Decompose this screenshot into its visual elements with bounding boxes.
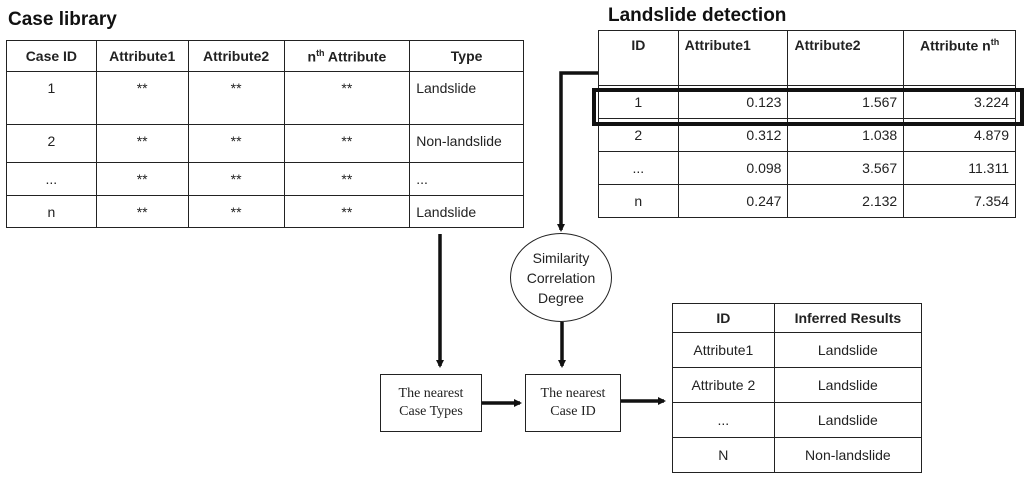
cell-id: Attribute 2 [672, 367, 775, 403]
inferred-results-table: ID Inferred Results Attribute1 Landslide… [672, 303, 923, 473]
header-attribute2: Attribute2 [187, 40, 285, 72]
similarity-line2: Correlation [526, 269, 596, 286]
cell-nth-attribute: 7.354 [903, 184, 1016, 218]
case-library-title: Case library [8, 9, 117, 30]
header-nth-attribute: Attribute nth [903, 30, 1016, 86]
cell-attribute1: ** [95, 195, 189, 228]
table-header-row: ID Inferred Results [672, 303, 923, 333]
table-header-row: Case ID Attribute1 Attribute2 nth Attrib… [6, 40, 524, 72]
cell-type: Landslide [409, 71, 524, 125]
table-row: Attribute 2 Landslide [672, 367, 923, 403]
cell-attribute2: 2.132 [787, 184, 905, 218]
nearest-case-types-box: The nearest Case Types [380, 374, 482, 432]
similarity-line3: Degree [538, 289, 584, 306]
table-header-row: ID Attribute1 Attribute2 Attribute nth [598, 30, 1016, 86]
cell-nth-attribute: ** [283, 124, 411, 163]
cell-attribute1: 0.098 [677, 151, 789, 185]
cell-attribute2: ** [187, 71, 285, 125]
cell-result: Non-landslide [773, 437, 923, 473]
cell-id: n [6, 195, 97, 228]
nearest-types-line1: The nearest [398, 386, 464, 401]
cell-id: ... [598, 151, 679, 185]
header-attribute2: Attribute2 [787, 30, 905, 86]
cell-type: Landslide [409, 195, 524, 228]
header-id: ID [672, 303, 775, 333]
cell-nth-attribute: ** [283, 195, 411, 228]
header-id: ID [598, 30, 679, 86]
cell-attribute2: ** [187, 124, 285, 163]
similarity-correlation-node: Similarity Correlation Degree [510, 233, 612, 322]
cell-result: Landslide [773, 332, 923, 368]
cell-attribute2: 3.567 [787, 151, 905, 185]
landslide-detection-title: Landslide detection [608, 5, 787, 26]
cell-nth-attribute: ** [283, 71, 411, 125]
cell-id: N [672, 437, 775, 473]
header-case-id: Case ID [6, 40, 97, 72]
table-row: 1 ** ** ** Landslide [6, 71, 524, 125]
nearest-types-line2: Case Types [399, 404, 463, 419]
table-row: ... Landslide [672, 402, 923, 438]
header-nth-attribute: nth Attribute [283, 40, 411, 72]
table-row: ... 0.098 3.567 11.311 [598, 151, 1016, 185]
table-row: n 0.247 2.132 7.354 [598, 184, 1016, 218]
detection-to-similarity-arrow [557, 71, 598, 232]
cell-result: Landslide [773, 402, 923, 438]
cell-id: 1 [6, 71, 97, 125]
cell-attribute1: 0.247 [677, 184, 789, 218]
table-row: ... ** ** ** ... [6, 162, 524, 196]
cell-id: Attribute1 [672, 332, 775, 368]
case-library-table: Case ID Attribute1 Attribute2 nth Attrib… [6, 40, 524, 228]
table-row: 1 0.123 1.567 3.224 [598, 85, 1016, 119]
similarity-line1: Similarity [532, 249, 590, 266]
table-row: n ** ** ** Landslide [6, 195, 524, 228]
header-inferred-results: Inferred Results [773, 303, 923, 333]
nearest-id-line2: Case ID [550, 404, 596, 419]
highlighted-row-frame [592, 88, 1024, 126]
cell-id: n [598, 184, 679, 218]
cell-attribute2: ** [187, 195, 285, 228]
cell-type: Non-landslide [409, 124, 524, 163]
table-row: Attribute1 Landslide [672, 332, 923, 368]
header-attribute1: Attribute1 [677, 30, 789, 86]
cell-nth-attribute: 11.311 [903, 151, 1016, 185]
nearest-case-id-box: The nearest Case ID [525, 374, 621, 432]
cell-id: ... [672, 402, 775, 438]
cell-attribute1: ** [95, 71, 189, 125]
cell-result: Landslide [773, 367, 923, 403]
table-row: 2 ** ** ** Non-landslide [6, 124, 524, 163]
nearest-id-line1: The nearest [540, 386, 606, 401]
table-row: N Non-landslide [672, 437, 923, 473]
